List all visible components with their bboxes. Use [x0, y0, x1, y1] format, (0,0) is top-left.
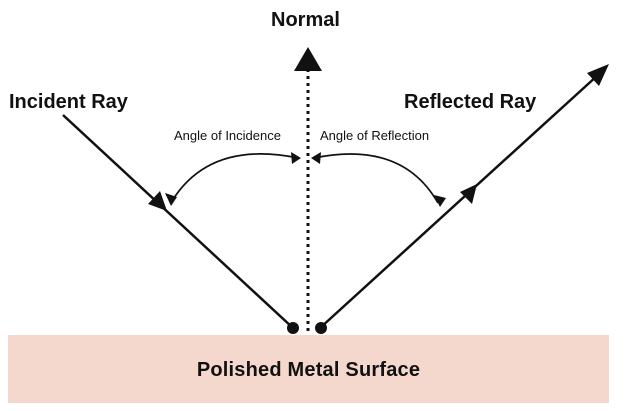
incident-ray-label: Incident Ray	[9, 91, 128, 113]
incident-point-dot	[287, 322, 299, 334]
reflected-point-dot	[315, 322, 327, 334]
normal-arrowhead	[294, 47, 322, 71]
angle-of-reflection-arrowhead-bottom	[434, 195, 446, 207]
angle-of-reflection-arrowhead-top	[311, 152, 321, 164]
incident-ray-line	[62, 114, 294, 329]
surface-label: Polished Metal Surface	[196, 359, 421, 381]
angle-of-reflection-label: Angle of Reflection	[320, 128, 430, 143]
reflected-ray-label: Reflected Ray	[404, 91, 537, 113]
reflected-ray-line	[319, 74, 599, 329]
angle-of-incidence-arc	[171, 153, 299, 202]
angle-of-incidence-arrowhead-bottom	[165, 193, 177, 206]
incident-ray-arrowhead	[148, 191, 167, 211]
normal-label: Normal	[271, 9, 340, 31]
angle-of-incidence-label: Angle of Incidence	[174, 128, 281, 143]
angle-of-reflection-arc	[313, 153, 439, 204]
polished-metal-surface: Polished Metal Surface	[8, 335, 609, 403]
reflected-ray-arrowhead	[587, 64, 609, 86]
reflected-ray-mid-arrowhead	[460, 184, 477, 204]
angle-of-incidence-arrowhead-top	[291, 152, 301, 164]
